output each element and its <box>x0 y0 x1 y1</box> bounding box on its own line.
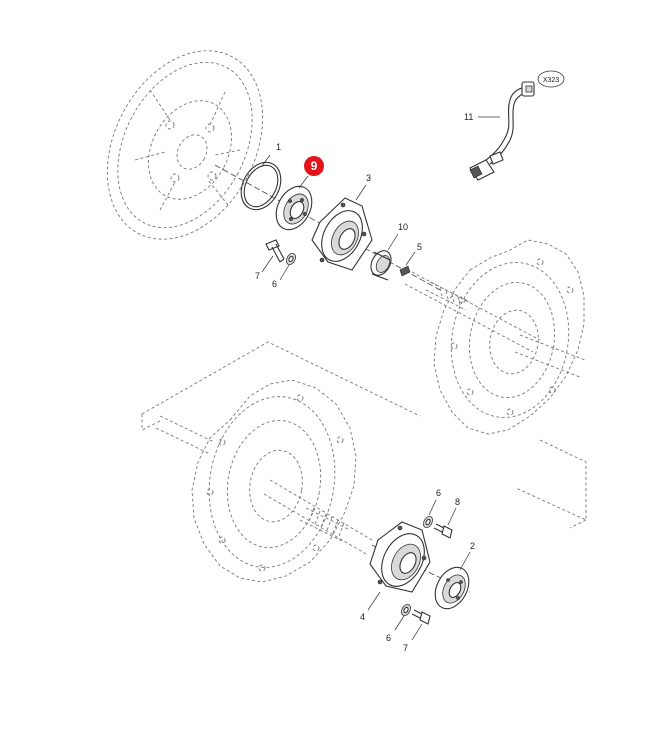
sensor-cable-part <box>469 81 535 181</box>
washer-mid-part <box>423 515 433 529</box>
leader-3 <box>355 184 367 201</box>
highlight-circle <box>304 156 324 176</box>
washer-top-part <box>286 252 296 266</box>
reference-tag-label: X323 <box>543 77 559 84</box>
bolt-top-part <box>265 239 285 263</box>
highlight-badge[interactable]: 9 <box>304 156 324 176</box>
leader-10 <box>387 233 399 251</box>
callout-11: 11 <box>464 112 473 122</box>
flange-housing-top-part <box>311 197 373 271</box>
callout-6-mid: 6 <box>436 488 441 498</box>
phantom-sprocket-right <box>433 239 586 435</box>
callout-5: 5 <box>417 242 422 252</box>
leader-6-mid <box>428 499 437 516</box>
callout-6-top: 6 <box>272 279 277 289</box>
phantom-frame-box <box>141 341 587 529</box>
callout-6-bot: 6 <box>386 633 391 643</box>
phantom-sprocket-bottom <box>155 379 357 583</box>
bolt-mid-part <box>433 523 453 539</box>
phantom-shaft-top <box>404 271 541 353</box>
washer-bottom-part <box>401 603 411 617</box>
leader-7-bot <box>411 623 423 641</box>
leader-5 <box>405 251 416 266</box>
phantom-shaft-bottom <box>263 479 373 555</box>
callout-10: 10 <box>398 222 408 232</box>
bearing-part <box>275 185 313 231</box>
leader-7-top <box>261 255 274 273</box>
leader-2 <box>459 551 471 571</box>
flange-housing-bottom-part <box>369 521 431 593</box>
callout-7-bot: 7 <box>403 643 408 653</box>
phantom-wheel-top <box>106 50 264 240</box>
leader-6-bot <box>394 615 405 631</box>
callout-2: 2 <box>470 541 475 551</box>
leader-9 <box>298 175 309 189</box>
reference-tag-outline <box>537 70 565 88</box>
callout-4: 4 <box>360 612 365 622</box>
seal-ring-part <box>370 250 392 281</box>
bearing-bottom-part <box>434 566 470 610</box>
key-pin-part <box>399 265 411 277</box>
reference-tag: X323 <box>537 70 565 88</box>
callout-1: 1 <box>276 142 281 152</box>
callout-7-top: 7 <box>255 271 260 281</box>
leader-4 <box>367 591 381 611</box>
callout-3: 3 <box>366 173 371 183</box>
leader-1 <box>261 154 271 167</box>
callout-8: 8 <box>455 497 460 507</box>
leader-8 <box>447 507 457 526</box>
highlight-label: 9 <box>311 159 318 173</box>
leader-6-top <box>279 264 290 281</box>
snap-ring-part <box>240 161 282 211</box>
bolt-bottom-part <box>411 609 431 625</box>
